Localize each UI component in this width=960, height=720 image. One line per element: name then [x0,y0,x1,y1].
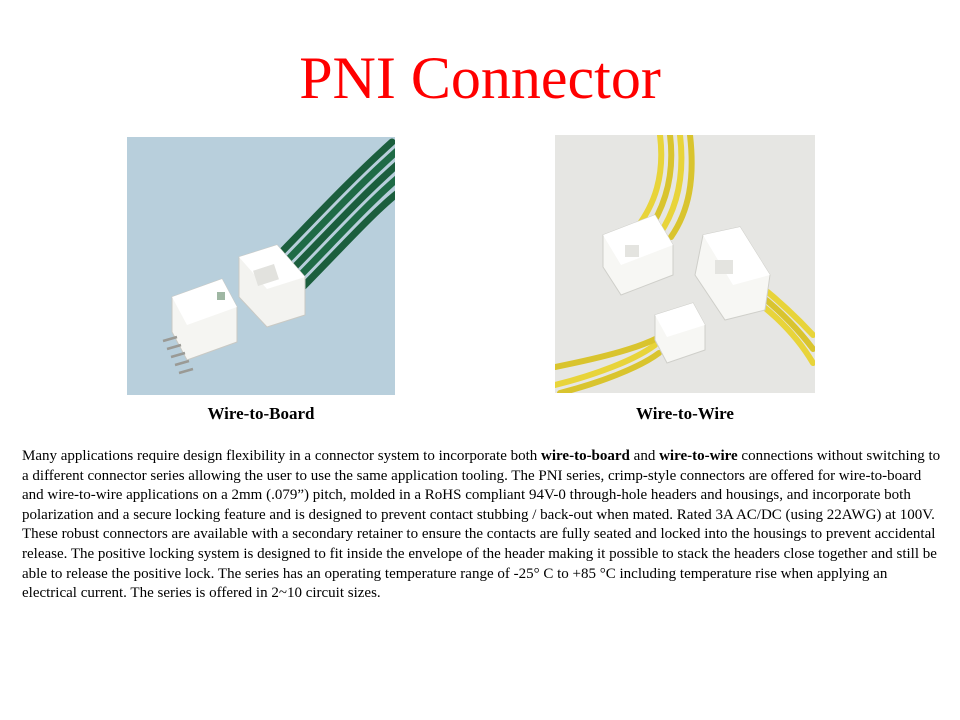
description-text-3: connections without switching to a diffe… [22,448,941,602]
wire-to-wire-caption: Wire-to-Wire [636,404,734,423]
slide-title: PNI Connector [299,45,661,111]
wire-to-wire-illustration [555,135,815,393]
description-text-1: Many applications require design flexibi… [22,448,542,464]
description-bold-wire-to-board: wire-to-board [541,448,630,464]
wire-to-board-caption: Wire-to-Board [207,404,315,423]
wire-to-board-photo [127,137,395,395]
wire-to-board-illustration [127,137,395,395]
pcb-header [162,278,238,375]
description-bold-wire-to-wire: wire-to-wire [659,448,738,464]
wire-to-wire-photo [555,135,815,393]
description-text-2: and [629,448,660,464]
latch-housing [694,226,771,321]
upper-housing [602,214,674,296]
description-paragraph: Many applications require design flexibi… [22,447,942,604]
lower-plug [654,302,706,364]
wire-housing [238,244,306,328]
